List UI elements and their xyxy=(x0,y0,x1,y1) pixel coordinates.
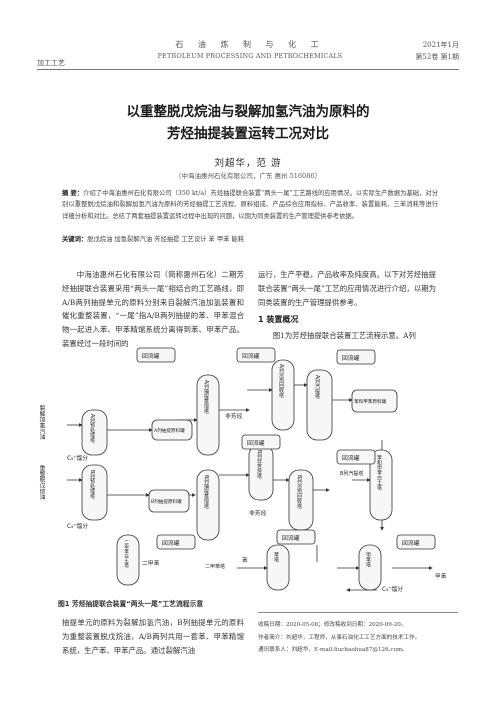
keywords-text: 脱戊烷油 加氢裂解汽油 芳烃抽提 工艺设计 苯 甲苯 能耗 xyxy=(87,236,245,243)
body-column-left-bottom: 抽提单元的原料为裂解加氢汽油，B列抽提单元的原料为重整装置脱戊烷油，A/B两列共… xyxy=(62,616,244,657)
reflux-tank-3: 回流罐 xyxy=(342,354,360,362)
c9-label-tail: C₉⁺馏分 xyxy=(382,585,403,592)
issue-date: 2021年1月 xyxy=(422,41,459,49)
body-column-right: 运行，生产平稳，产品收率及纯度高。以下对芳烃抽提联合装置“两头一尾”工艺的应用情… xyxy=(258,268,436,343)
footnote: 收稿日期：2020-05-08；修改稿收到日期：2020-09-20。 作者简介… xyxy=(258,612,458,657)
footnote-contact: 通讯联系人：刘超华，E-mail:liuchaohua87@126.com。 xyxy=(258,647,408,653)
header-rule xyxy=(37,69,459,70)
section1-paragraph: 图1为芳烃抽提联合装置工艺流程示意。A列 xyxy=(272,331,416,341)
xylene-label: 二甲苯 xyxy=(142,559,160,567)
figure-caption: 图1 芳烃抽提联合装置“两头一尾”工艺流程示意 xyxy=(58,600,204,608)
abstract: 摘 要：介绍了中海油惠州石化有限公司（350 kt/a）芳烃抽提联合装置“两头一… xyxy=(62,188,438,222)
reflux-tank-4: 回流罐 xyxy=(247,439,265,447)
a-strip-tower: A列汽提塔 xyxy=(314,375,320,400)
section1-paragraph-continued: 抽提单元的原料为裂解加氢汽油，B列抽提单元的原料为重整装置脱戊烷油，A/B两列共… xyxy=(62,618,244,655)
reflux-tank-5: 回流罐 xyxy=(342,454,360,462)
bt-raw-tank: 苯和甲苯原料罐 xyxy=(354,398,387,405)
paper-title-line2: 芳烃抽提装置运转工况对比 xyxy=(167,126,329,142)
nonaromatic-label-a: 非芳烃 xyxy=(225,412,243,420)
reflux-tank-1: 回流罐 xyxy=(142,352,160,360)
footnote-author-info: 作者简介：刘超华，工程师，从事石油化工工艺方面的技术工作。 xyxy=(258,634,421,641)
c9-label-a: C₉⁺馏分 xyxy=(67,454,88,462)
footnote-received: 收稿日期：2020-05-08；修改稿收到日期：2020-09-20。 xyxy=(258,622,407,628)
b-pre-tower: B列预处理塔 xyxy=(89,470,95,500)
paper-authors: 刘超华，范 游 xyxy=(214,158,282,169)
b-recovery-tower: B列溶剂回收塔 xyxy=(296,475,302,510)
toluene-label: 甲苯 xyxy=(435,572,447,580)
c9-label-b: C₉⁺馏分 xyxy=(67,522,88,530)
abstract-label: 摘 要： xyxy=(62,190,84,197)
b-strip-tower: B列汽提塔 xyxy=(340,470,363,477)
abstract-text: 介绍了中海油惠州石化有限公司（350 kt/a）芳烃抽提联合装置“两头一尾”工艺… xyxy=(62,190,438,220)
feed-a-label: 裂解加氢汽油 xyxy=(38,404,45,441)
a-recovery-tower: A列溶剂回收塔 xyxy=(278,364,284,399)
a-pre-tower: A列预处理塔 xyxy=(89,414,95,444)
journal-name-en: PETROLEUM PROCESSING AND PETROCHEMICALS xyxy=(157,52,343,60)
reflux-tank-6: 回流罐 xyxy=(162,539,180,547)
issue-volume: 第52卷 第1期 xyxy=(415,53,459,61)
journal-name: 石 油 炼 制 与 化 工 PETROLEUM PROCESSING AND P… xyxy=(150,39,350,60)
b-raw-tank: B列抽提原料罐 xyxy=(151,498,182,505)
reflux-tank-2: 回流罐 xyxy=(242,352,260,360)
issue-info: 2021年1月 第52卷 第1期 xyxy=(415,39,459,63)
body-column-left: 中海油惠州石化有限公司（简称惠州石化）二期芳烃抽提联合装置采用“两头一尾”相结合… xyxy=(62,268,244,351)
journal-section-label: 加工工艺 xyxy=(37,59,65,67)
paper-affiliation: （中海油惠州石化有限公司，广东 惠州 516086） xyxy=(175,172,321,180)
reflux-tank-8: 回流罐 xyxy=(402,539,420,547)
toluene-tower: 甲苯塔 xyxy=(365,552,371,568)
benzene-label: 苯 xyxy=(242,556,248,564)
reflux-tank-7: 回流罐 xyxy=(282,534,300,542)
section-heading-1: 1 装置概况 xyxy=(258,315,299,325)
a-extract-tower: A列抽提蒸馏塔 xyxy=(203,380,209,415)
journal-name-zh: 石 油 炼 制 与 化 工 xyxy=(175,40,325,49)
benzene-tower: 苯塔 xyxy=(273,551,279,563)
feed-b-label: 重整脱戊烷油 xyxy=(38,464,45,501)
intro-paragraph-continued: 运行，生产平稳，产品收率及纯度高。以下对芳烃抽提联合装置“两头一尾”工艺的应用情… xyxy=(258,270,436,307)
xylene-tower: 二甲苯塔 xyxy=(205,563,225,570)
process-flow-diagram: 裂解加氢汽油 重整脱戊烷油 C₉⁺馏分 C₉⁺馏分 C₉⁺馏分 回流罐 回流罐 … xyxy=(38,347,447,592)
keywords: 关键词：脱戊烷油 加氢裂解汽油 芳烃抽提 工艺设计 苯 甲苯 能耗 xyxy=(62,234,438,243)
dimethyl-clay-tower: 二甲苯白土塔 xyxy=(124,540,129,569)
clay-tower: 苯和甲苯白土塔 xyxy=(376,454,382,491)
paper-title-line1: 以重整脱戊烷油与裂解加氢汽油为原料的 xyxy=(126,104,370,120)
intro-paragraph: 中海油惠州石化有限公司（简称惠州石化）二期芳烃抽提联合装置采用“两头一尾”相结合… xyxy=(62,270,244,348)
keywords-label: 关键词： xyxy=(62,236,88,243)
a-raw-tank: A列抽提原料罐 xyxy=(154,427,185,434)
b-nonarom-tower: B列非芳烃塔 xyxy=(256,450,262,480)
nonaromatic-label-b: 非芳烃 xyxy=(249,509,267,517)
b-extract-tower: B列抽提蒸馏塔 xyxy=(203,475,209,510)
